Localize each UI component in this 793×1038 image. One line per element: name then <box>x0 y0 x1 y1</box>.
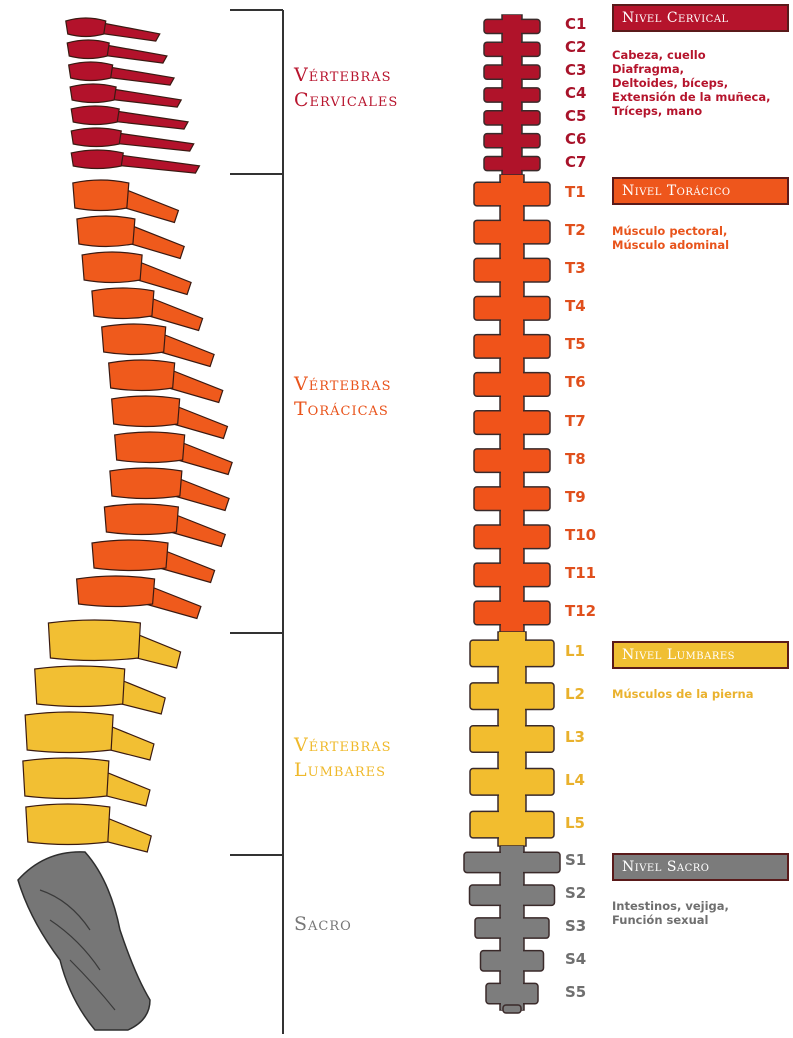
vertebra-label-t5: T5 <box>565 335 586 353</box>
region-label-lumbar: Vértebras Lumbares <box>294 733 392 783</box>
region-label-line: Sacro <box>294 912 352 937</box>
anatomical-vertebra-c2 <box>67 40 167 63</box>
description-line: Cabeza, cuello <box>612 48 770 62</box>
vertebra-label-c7: C7 <box>565 153 586 171</box>
region-label-line: Vértebras <box>294 372 392 397</box>
anatomical-vertebra-t6 <box>109 360 223 403</box>
spinal-column-fill-thoracic <box>501 175 523 632</box>
vertebra-label-t2: T2 <box>565 221 586 239</box>
vertebra-label-c6: C6 <box>565 130 586 148</box>
anatomical-vertebra-t1 <box>73 180 179 223</box>
spinal-column-fill-cervical <box>503 15 521 175</box>
vertebra-label-t10: T10 <box>565 526 596 544</box>
level-box-lumbar: Nivel Lumbares <box>612 641 789 669</box>
spinal-column-fill-lumbar <box>499 632 525 846</box>
level-description-cervical: Cabeza, cuello Diafragma, Deltoides, bíc… <box>612 48 770 118</box>
vertebra-label-l2: L2 <box>565 685 585 703</box>
anatomical-vertebra-t12 <box>77 576 201 619</box>
region-label-line: Cervicales <box>294 88 398 113</box>
description-line: Extensión de la muñeca, <box>612 90 770 104</box>
anatomical-vertebra-c5 <box>71 106 188 129</box>
level-box-cervical: Nivel Cervical <box>612 4 789 32</box>
region-label-line: Torácicas <box>294 397 392 422</box>
description-line: Intestinos, vejiga, <box>612 899 729 913</box>
spinal-column-fill-sacral <box>501 846 523 1010</box>
anatomical-vertebra-c6 <box>71 128 194 151</box>
vertebra-label-s2: S2 <box>565 884 586 902</box>
description-line: Músculo adominal <box>612 238 729 252</box>
level-box-thoracic: Nivel Torácico <box>612 177 789 205</box>
anatomical-vertebra-t7 <box>112 396 228 439</box>
vertebra-label-t4: T4 <box>565 297 586 315</box>
anatomical-vertebra-c4 <box>70 84 181 107</box>
anatomical-vertebra-c7 <box>71 150 199 173</box>
anatomical-vertebra-c3 <box>69 62 174 85</box>
description-line: Músculo pectoral, <box>612 224 729 238</box>
vertebra-label-t8: T8 <box>565 450 586 468</box>
vertebra-label-s1: S1 <box>565 851 586 869</box>
description-line: Deltoides, bíceps, <box>612 76 770 90</box>
vertebra-label-c5: C5 <box>565 107 586 125</box>
anatomical-vertebra-l1 <box>48 620 180 668</box>
level-description-sacral: Intestinos, vejiga, Función sexual <box>612 899 729 927</box>
description-line: Diafragma, <box>612 62 770 76</box>
vertebra-label-l5: L5 <box>565 814 585 832</box>
vertebra-label-c4: C4 <box>565 84 586 102</box>
vertebra-label-t6: T6 <box>565 373 586 391</box>
region-label-thoracic: Vértebras Torácicas <box>294 372 392 422</box>
description-line: Tríceps, mano <box>612 104 770 118</box>
anatomical-vertebra-l4 <box>23 758 150 806</box>
anatomical-sacrum <box>18 852 150 1030</box>
vertebra-label-s3: S3 <box>565 917 586 935</box>
vertebra-label-s4: S4 <box>565 950 586 968</box>
level-box-sacral: Nivel Sacro <box>612 853 789 881</box>
vertebra-label-l4: L4 <box>565 771 585 789</box>
vertebra-label-l3: L3 <box>565 728 585 746</box>
vertebra-label-c3: C3 <box>565 61 586 79</box>
vertebra-label-c2: C2 <box>565 38 586 56</box>
region-label-sacral: Sacro <box>294 912 352 937</box>
vertebra-label-t9: T9 <box>565 488 586 506</box>
anatomical-vertebra-l5 <box>26 804 151 852</box>
level-description-thoracic: Músculo pectoral, Músculo adominal <box>612 224 729 252</box>
vertebra-label-t3: T3 <box>565 259 586 277</box>
vertebra-label-s5: S5 <box>565 983 586 1001</box>
vertebra-label-t12: T12 <box>565 602 596 620</box>
description-line: Músculos de la pierna <box>612 687 754 701</box>
anatomical-vertebra-t2 <box>77 216 184 259</box>
region-label-line: Vértebras <box>294 63 398 88</box>
vertebra-column-schematic <box>464 15 560 1013</box>
vertebra-label-t11: T11 <box>565 564 596 582</box>
region-label-cervical: Vértebras Cervicales <box>294 63 398 113</box>
sacrum-tail <box>503 1005 521 1013</box>
vertebra-label-c1: C1 <box>565 15 586 33</box>
anatomical-vertebra-l3 <box>25 712 154 760</box>
level-description-lumbar: Músculos de la pierna <box>612 687 754 701</box>
anatomical-vertebra-c1 <box>66 18 160 41</box>
vertebra-label-t1: T1 <box>565 183 586 201</box>
vertebra-label-l1: L1 <box>565 642 585 660</box>
region-label-line: Vértebras <box>294 733 392 758</box>
vertebra-label-t7: T7 <box>565 412 586 430</box>
region-label-line: Lumbares <box>294 758 392 783</box>
description-line: Función sexual <box>612 913 729 927</box>
anatomical-vertebra-l2 <box>35 666 166 714</box>
anatomical-spine-drawing <box>18 18 232 1030</box>
region-bracket <box>230 10 283 1034</box>
